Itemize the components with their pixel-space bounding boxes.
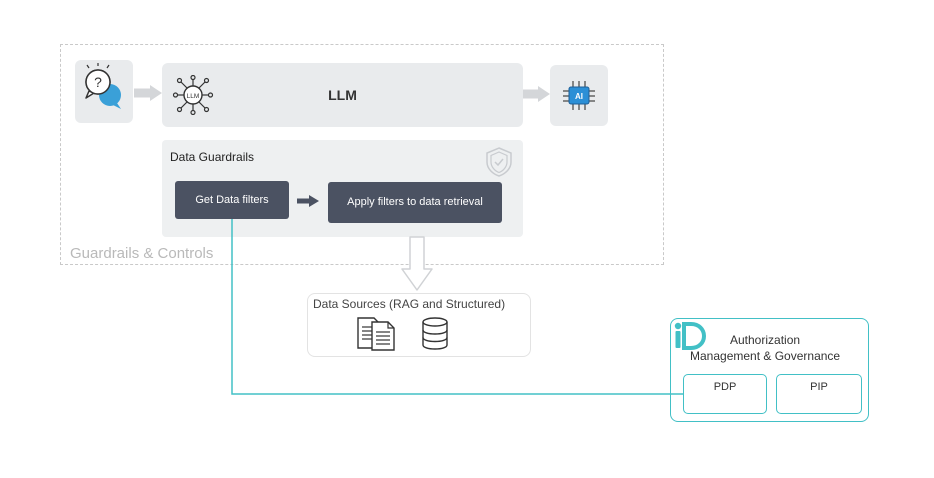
data-sources-box [307,293,531,357]
database-icon [422,317,448,350]
get-to-apply-arrow [297,195,319,207]
user-to-llm-arrow [134,85,162,101]
apply-filters-button[interactable]: Apply filters to data retrieval [328,182,502,223]
pdp-box[interactable]: PDP [683,374,767,414]
guardrails-label: Guardrails & Controls [70,245,214,262]
ai-chip-icon: AI [563,81,595,110]
filters-to-data-sources-arrow [401,236,433,291]
ai-chip-text: AI [575,92,583,101]
pip-box[interactable]: PIP [776,374,862,414]
guardrails-frame [60,44,664,265]
question-mark-text: ? [94,74,102,90]
llm-network-icon: LLM [172,75,214,115]
llm-label: LLM [328,87,357,103]
shield-icon [486,147,512,177]
ai-output-box: AI [550,65,608,126]
user-question-box: ? [75,60,133,123]
llm-box: LLM LLM [162,63,523,127]
id-logo-icon [674,322,707,350]
filters-to-pdp-connector [231,219,683,395]
authorization-title-line1: Authorization [730,333,801,347]
data-guardrails-title: Data Guardrails [170,150,255,164]
data-sources-title: Data Sources (RAG and Structured) [313,297,506,311]
llm-icon-text: LLM [187,93,200,100]
pdp-label: PDP [713,381,737,393]
question-chat-icon: ? [85,63,121,109]
llm-to-ai-arrow [523,86,550,102]
get-data-filters-button[interactable]: Get Data filters [175,181,289,219]
documents-icon [357,317,395,351]
pip-label: PIP [810,381,828,393]
authorization-title-line2: Management & Governance [690,349,841,363]
